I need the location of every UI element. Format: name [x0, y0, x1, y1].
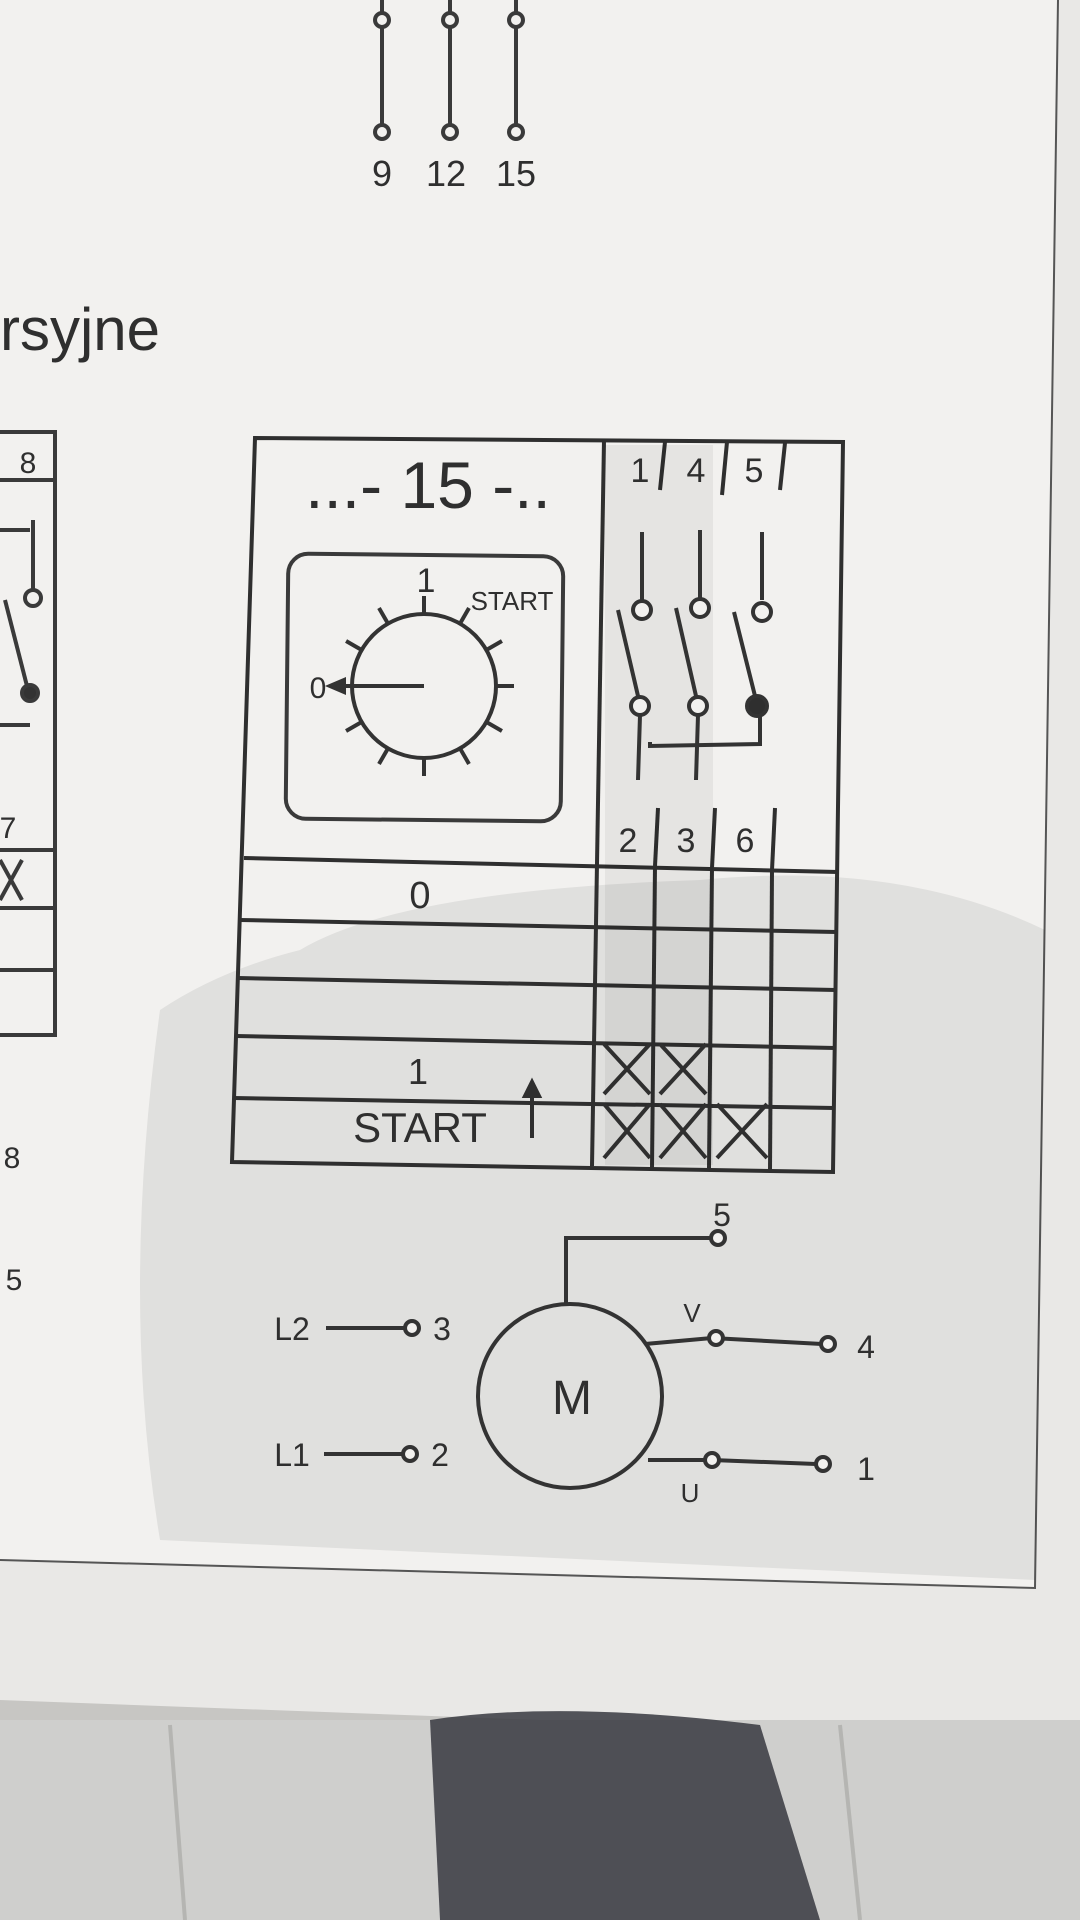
line-label: L1	[274, 1437, 310, 1473]
top-terminal-label: 12	[426, 153, 466, 194]
page-sheet	[0, 0, 1058, 1588]
contact-label-top: 5	[745, 452, 764, 490]
left-partial-diagram	[0, 430, 57, 1037]
motor-wiring	[324, 1229, 837, 1490]
contact-closed-mark	[602, 1042, 652, 1096]
top-terminals	[373, 0, 525, 141]
contact-label-top: 4	[687, 452, 706, 490]
output-terminal-top: 5	[713, 1197, 731, 1233]
dial-tick	[377, 747, 390, 765]
contact-closed-mark	[715, 1102, 769, 1160]
output-v-label: V	[683, 1298, 701, 1328]
top-terminal-label: 15	[496, 153, 536, 194]
dial-pointer-head	[324, 676, 346, 696]
row-label: 0	[409, 875, 430, 917]
floor-tile-joint	[168, 1724, 187, 1920]
contact-closed-mark	[602, 1102, 652, 1160]
contact-symbols	[616, 530, 773, 781]
line-label: L2	[274, 1311, 310, 1347]
dial-tick	[485, 639, 503, 652]
hand-shadow	[140, 875, 1045, 1580]
dial-tick	[345, 720, 363, 733]
section-heading-fragment: rsyjne	[0, 296, 160, 363]
output-u-label: U	[681, 1478, 700, 1508]
dial-tick	[345, 639, 363, 652]
page-border	[0, 0, 1059, 1590]
motor-label: M	[552, 1372, 592, 1425]
left-label: 7	[0, 812, 16, 845]
output-u-terminal: 1	[857, 1451, 875, 1487]
dial-position-0: 0	[310, 672, 327, 705]
dial-tick	[458, 607, 471, 625]
contact-label-bottom: 6	[736, 822, 755, 860]
contact-shading	[605, 445, 713, 1165]
dial-panel	[283, 551, 566, 824]
contact-closed-mark	[658, 1102, 708, 1160]
left-side-label: 5	[6, 1264, 23, 1297]
left-side-label: 8	[4, 1142, 21, 1175]
line-terminal: 3	[433, 1311, 451, 1347]
contact-label-top: 1	[631, 452, 650, 490]
contact-label-bottom: 3	[677, 822, 696, 860]
rotary-dial-icon	[324, 596, 514, 776]
floor-tile-joint	[838, 1724, 862, 1920]
output-v-terminal: 4	[857, 1329, 875, 1365]
dial-tick	[485, 720, 503, 733]
line-terminal: 2	[431, 1437, 449, 1473]
switch-table-frame	[229, 435, 846, 1175]
shoe-shadow	[430, 1711, 820, 1920]
dial-position-start: START	[471, 586, 554, 616]
dial-position-1: 1	[417, 562, 436, 600]
row-label: START	[353, 1104, 487, 1151]
contact-marks	[602, 1042, 769, 1160]
left-label: 8	[20, 447, 37, 480]
arrow-up-icon	[521, 1077, 543, 1138]
dial-tick	[458, 747, 471, 765]
contact-closed-mark	[658, 1042, 708, 1096]
contact-label-bottom: 2	[619, 822, 638, 860]
top-terminal-label: 9	[372, 153, 392, 194]
row-label: 1	[408, 1051, 428, 1092]
switch-title: ...- 15 -..	[305, 448, 551, 522]
dial-tick	[377, 607, 390, 625]
